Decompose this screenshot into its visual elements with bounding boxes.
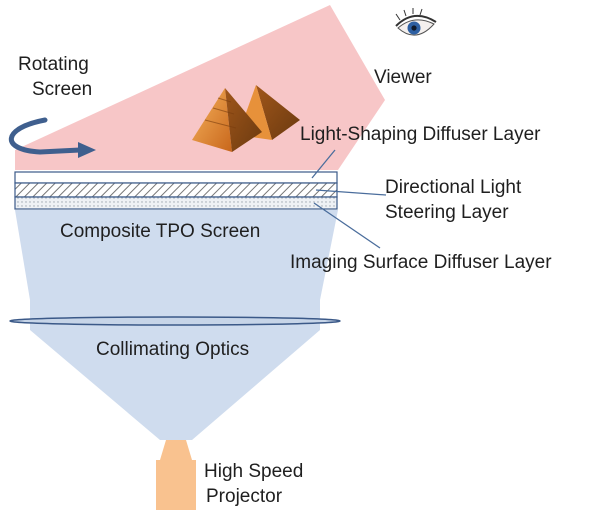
eye-icon xyxy=(395,8,437,36)
pyramid-icon xyxy=(192,85,300,152)
directional-layer-label-line1: Directional Light xyxy=(385,177,522,198)
light-shaping-layer-label: Light-Shaping Diffuser Layer xyxy=(300,124,541,145)
collimating-optics-label: Collimating Optics xyxy=(96,339,250,360)
light-shaping-diffuser-layer xyxy=(14,171,338,184)
directional-light-steering-layer xyxy=(14,182,338,198)
rotating-screen-label-line2: Screen xyxy=(32,79,93,100)
viewer-label: Viewer xyxy=(374,67,432,88)
viewing-cone xyxy=(15,5,385,170)
composite-screen-label: Composite TPO Screen xyxy=(60,221,261,242)
directional-layer-label-line2: Steering Layer xyxy=(385,202,509,223)
composite-tpo-screen xyxy=(14,171,338,210)
rotating-screen-label-line1: Rotating xyxy=(18,54,89,75)
imaging-surface-layer-label: Imaging Surface Diffuser Layer xyxy=(290,252,552,273)
curved-arrow-icon xyxy=(8,117,96,158)
projector-label-line2: Projector xyxy=(206,486,283,507)
collimating-lens xyxy=(9,316,341,326)
leader-lines xyxy=(311,149,387,249)
imaging-surface-diffuser-layer xyxy=(14,196,338,210)
projector-label-line1: High Speed xyxy=(204,461,304,482)
projector xyxy=(156,440,196,510)
